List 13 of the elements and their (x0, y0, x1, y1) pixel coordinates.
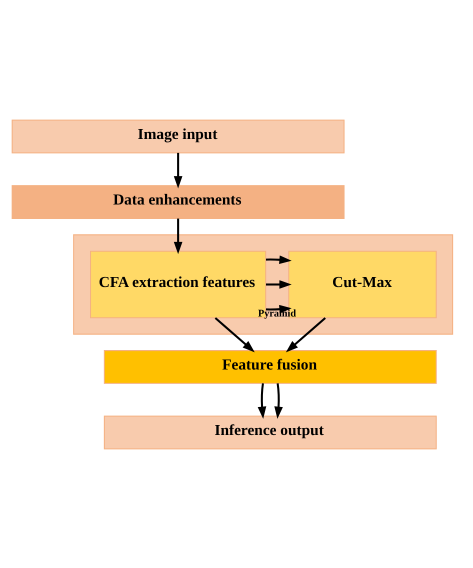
arrow (266, 254, 292, 264)
node-box: Feature fusion (104, 350, 437, 384)
arrow (266, 280, 292, 288)
arrow (174, 218, 182, 254)
node-box: Data enhancements (12, 184, 345, 218)
arrow (174, 152, 182, 188)
arrow (274, 382, 283, 418)
arrow (286, 316, 326, 352)
cluster (73, 234, 454, 334)
arrow (214, 316, 255, 352)
arrow (258, 382, 266, 418)
node-box: Inference output (104, 415, 437, 449)
node-box: Image input (12, 119, 345, 153)
